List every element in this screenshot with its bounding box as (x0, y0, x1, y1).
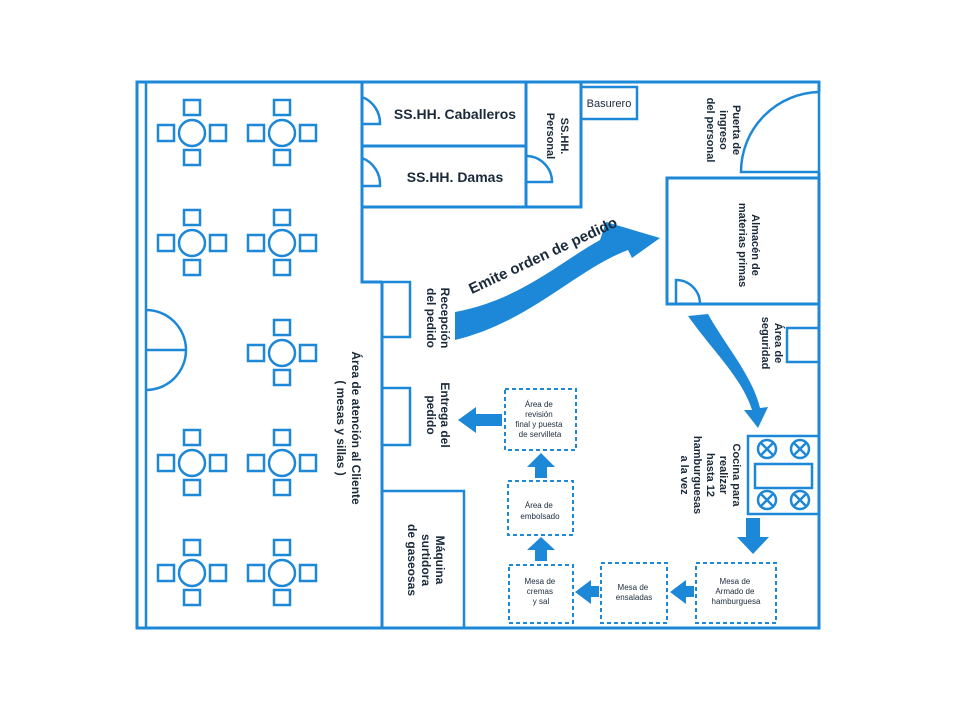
table-set-1 (156, 98, 228, 167)
svg-text:Área de atención al Cliente: Área de atención al Cliente (349, 351, 364, 505)
svg-text:Almacén de: Almacén de (749, 214, 761, 276)
table-set-5 (246, 318, 318, 387)
svg-text:hasta 12: hasta 12 (704, 453, 716, 497)
personal-restroom-wall (526, 82, 583, 209)
recepcion-label: Recepción del pedido (424, 288, 452, 349)
entrega-label: Entrega del pedido (424, 382, 452, 447)
seguridad-box (785, 326, 821, 364)
entrega-counter (380, 386, 412, 447)
restroom-door-icon-2 (361, 156, 382, 188)
embolsado-label: Área de embolsado (520, 501, 560, 521)
embolsado-to-revision-arrow (527, 453, 555, 478)
maquina-label: Máquina surtidora de gaseosas (405, 524, 447, 596)
embolsado-zone (507, 480, 574, 536)
svg-text:SS.HH.: SS.HH. (558, 118, 570, 155)
table-set-9 (246, 538, 318, 607)
svg-text:surtidora: surtidora (419, 534, 433, 586)
cremas-label: Mesa de cremas y sal (525, 577, 558, 606)
svg-text:Cocina para: Cocina para (730, 444, 742, 508)
ss-damas-label: SS.HH. Damas (407, 169, 504, 185)
ss-personal-label: SS.HH. Personal (544, 113, 570, 159)
cocina-box (746, 434, 821, 516)
svg-text:de gaseosas: de gaseosas (405, 524, 419, 596)
svg-text:Puerta de: Puerta de (730, 105, 742, 155)
table-set-7 (246, 428, 318, 497)
svg-text:pedido: pedido (424, 395, 438, 434)
personal-restroom-door-icon (525, 154, 554, 184)
armado-label: Mesa de Armado de hamburguesa (712, 577, 761, 606)
cremas-zone (508, 564, 574, 624)
area-atencion-label: Área de atención al Cliente ( mesas y si… (334, 351, 364, 505)
svg-text:realizar: realizar (717, 456, 729, 495)
svg-text:Máquina: Máquina (433, 536, 447, 585)
entrance-door-icon (140, 308, 188, 392)
basurero-box (579, 85, 639, 121)
warehouse-to-kitchen-arrow (688, 314, 768, 428)
armado-to-ensaladas-arrow (670, 580, 694, 604)
svg-text:materias primas: materias primas (736, 203, 748, 287)
restroom-door-icon (361, 95, 382, 126)
dining-tables (156, 98, 318, 607)
svg-text:Recepción: Recepción (438, 288, 452, 349)
svg-text:Entrega del: Entrega del (438, 382, 452, 447)
svg-text:del personal: del personal (704, 98, 716, 163)
puerta-ingreso-label: Puerta de ingreso del personal (704, 98, 742, 163)
svg-text:ingreso: ingreso (717, 110, 729, 150)
table-set-4 (246, 208, 318, 277)
recepcion-counter (380, 280, 412, 339)
table-set-6 (156, 428, 228, 497)
ensaladas-to-cremas-arrow (575, 580, 599, 604)
revision-to-entrega-arrow (458, 407, 502, 433)
outer-wall (135, 80, 821, 630)
svg-text:Personal: Personal (544, 113, 556, 159)
cocina-label: Cocina para realizar hasta 12 hamburgues… (678, 436, 742, 514)
maquina-box (380, 489, 466, 630)
ensaladas-label: Mesa de ensaladas (616, 583, 652, 602)
almacen-wall (665, 176, 819, 306)
table-set-8 (156, 538, 228, 607)
svg-text:( mesas y sillas ): ( mesas y sillas ) (334, 380, 348, 475)
svg-text:del pedido: del pedido (424, 288, 438, 348)
revision-label: Área de revisión final y puesta de servi… (515, 400, 564, 439)
cremas-to-embolsado-arrow (527, 537, 555, 561)
svg-text:seguridad: seguridad (759, 317, 771, 370)
corridor-wall (360, 82, 382, 284)
stove-burners (753, 438, 814, 511)
almacen-label: Almacén de materias primas (736, 203, 761, 287)
table-set-3 (156, 208, 228, 277)
svg-text:Área de: Área de (772, 323, 785, 363)
almacen-door-icon (674, 278, 702, 305)
svg-text:hamburguesas: hamburguesas (691, 436, 703, 514)
svg-text:a la vez: a la vez (678, 455, 690, 495)
ss-caballeros-label: SS.HH. Caballeros (394, 106, 516, 122)
table-set-2 (246, 98, 318, 167)
order-flow-arrow (455, 222, 660, 340)
seguridad-label: Área de seguridad (759, 317, 785, 370)
basurero-label: Basurero (587, 98, 632, 110)
kitchen-to-armado-arrow (737, 518, 769, 554)
revision-zone (504, 388, 577, 451)
staff-door-icon (739, 90, 822, 174)
